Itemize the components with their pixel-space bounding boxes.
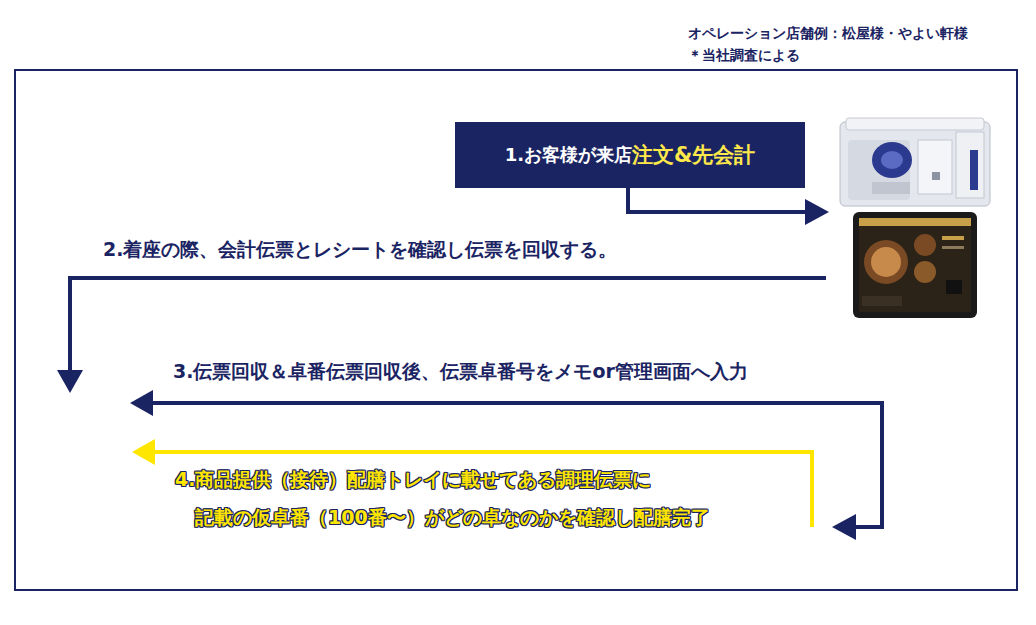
arrow-head (832, 514, 856, 540)
note-text: ＊当社調査による (688, 47, 800, 64)
step-label: 4.商品提供（接待）配膳トレイに載せてある調理伝票に (175, 468, 651, 491)
arrow-head (132, 439, 155, 465)
process-box: 1.お客様が来店注文&先会計 (455, 122, 805, 188)
arrow-head (57, 370, 83, 393)
flow-line (70, 278, 826, 372)
step-label: 記載の仮卓番（100番〜）がどの卓なのかを確認し配膳完了 (195, 506, 710, 529)
arrow-head (130, 390, 153, 416)
box-text: 注文&先会計 (632, 141, 755, 169)
box-text: 1.お客様が来店 (505, 143, 632, 167)
step-label: 2.着座の際、会計伝票とレシートを確認し伝票を回収する。 (103, 238, 617, 261)
flow-line (628, 188, 806, 212)
arrow-head (805, 199, 829, 225)
note-text: オペレーション店舗例：松屋様・やよい軒様 (688, 25, 968, 42)
outer-frame (15, 70, 1017, 590)
ticket-machine (840, 118, 990, 206)
step-label: 3.伝票回収＆卓番伝票回収後、伝票卓番号をメモor管理画面へ入力 (173, 360, 748, 383)
tablet-screen (853, 212, 977, 318)
